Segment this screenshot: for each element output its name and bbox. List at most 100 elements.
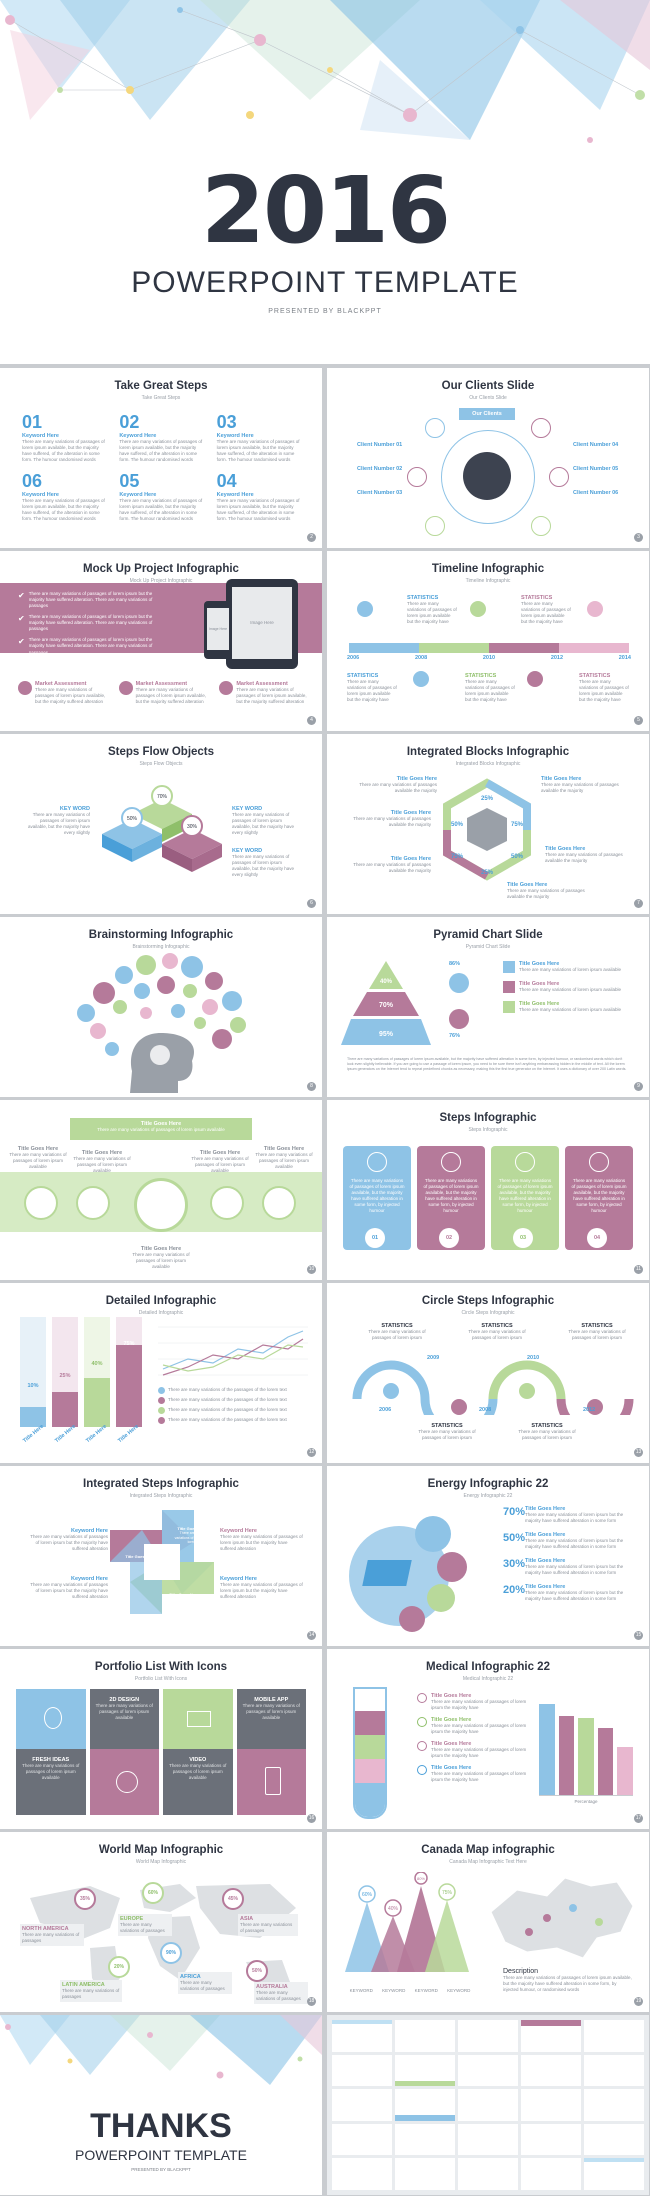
thumbnail	[458, 2123, 518, 2156]
thumbnail	[332, 2123, 392, 2156]
eye-icon	[367, 1152, 387, 1172]
slide-title: Steps Flow Objects	[107, 746, 215, 758]
client-label: Client Number 03	[357, 490, 403, 496]
man-icon	[449, 973, 469, 993]
thumbnail	[395, 2123, 455, 2156]
cube-icon	[115, 1771, 138, 1793]
solar-panel-icon	[362, 1560, 412, 1586]
thanks-presented: PRESENTED BY BLACKPPT	[131, 2167, 191, 2172]
thumbnail	[395, 2020, 455, 2052]
client-icon	[407, 467, 427, 487]
page-number: 11	[634, 1265, 643, 1274]
phone-mockup: Image Here	[204, 601, 232, 659]
slide-canada-map: Canada Map infographic Canada Map Infogr…	[327, 1832, 649, 2012]
check-icon	[503, 981, 515, 994]
svg-text:70%: 70%	[157, 794, 168, 800]
square-arrows	[110, 1510, 214, 1614]
bar-labels: Title Here Title Here Title Here Title H…	[22, 1423, 140, 1445]
region-pin: 20%	[108, 1956, 130, 1978]
thumbnail	[584, 2054, 644, 2087]
page-number: 9	[634, 1082, 643, 1091]
slide-world-map: World Map Infographic World Map Infograp…	[0, 1832, 322, 2012]
svg-text:75%: 75%	[451, 854, 464, 860]
step-card: There are many variations of passages of…	[565, 1146, 633, 1250]
check-icon	[158, 1387, 165, 1394]
check-icon	[417, 1717, 427, 1728]
woman-icon	[449, 1009, 469, 1029]
page-number: 10	[307, 1265, 316, 1274]
line-chart	[158, 1326, 308, 1376]
slide-portfolio-list: Portfolio List With Icons Portfolio List…	[0, 1649, 322, 1829]
thanks-title: THANKS	[90, 2107, 232, 2145]
page-number: 4	[307, 716, 316, 725]
svg-text:95%: 95%	[379, 1031, 394, 1038]
lamp-icon	[437, 1552, 467, 1582]
slide-title: Our Clients Slide	[441, 380, 535, 392]
page-number: 5	[634, 716, 643, 725]
client-icon	[425, 516, 445, 536]
isometric-blocks: 70% 50% 30%	[102, 785, 222, 872]
medical-bars	[539, 1699, 633, 1796]
slide-title: Portfolio List With Icons	[94, 1661, 228, 1673]
step-card: There are many variations of passages of…	[343, 1146, 411, 1250]
slide-subtitle: Circle Steps Infographic	[461, 1310, 515, 1316]
slide-subtitle: World Map Infographic	[135, 1859, 187, 1865]
thumbnail	[332, 2054, 392, 2087]
refresh-icon	[134, 1178, 188, 1232]
svg-text:75%: 75%	[442, 1890, 453, 1896]
gear-icon	[527, 671, 543, 687]
slide-title: Energy Infographic 22	[427, 1478, 549, 1490]
slide-medical-infographic: Medical Infographic 22 Medical Infograph…	[327, 1649, 649, 1829]
thumbnail	[458, 2158, 518, 2190]
thumbnail	[521, 2054, 581, 2087]
check-icon: ✔	[18, 591, 25, 600]
cover-year: 2016	[200, 157, 451, 264]
thumbnail	[458, 2089, 518, 2121]
slide-title: Mock Up Project Infographic	[83, 563, 239, 575]
slide-pyramid-chart: Pyramid Chart Slide Pyramid Chart Slide …	[327, 917, 649, 1097]
cover-title: POWERPOINT TEMPLATE	[131, 266, 519, 299]
mobile-icon	[264, 1767, 281, 1795]
client-icon	[425, 418, 445, 438]
pin-icon	[587, 601, 603, 617]
page-number: 7	[634, 899, 643, 908]
thumbnail	[458, 2054, 518, 2087]
slide-subtitle: Steps Flow Objects	[139, 761, 183, 767]
peak-chart: 60% 40% 80% 75%	[345, 1872, 469, 1972]
thumbnail	[521, 2158, 581, 2190]
thumbnail	[584, 2020, 644, 2052]
region-pin: 60%	[142, 1882, 164, 1904]
step-cards: There are many variations of passages of…	[343, 1146, 633, 1250]
thumbnail	[521, 2123, 581, 2156]
slide-title: Pyramid Chart Slide	[433, 929, 543, 941]
slide-subtitle: Timeline Infographic	[465, 578, 511, 584]
page-number: 8	[307, 1082, 316, 1091]
svg-text:30%: 30%	[187, 824, 198, 830]
thumbnail	[332, 2158, 392, 2190]
globe-icon	[463, 452, 511, 500]
slide-detailed-infographic: Detailed Infographic Detailed Infographi…	[0, 1283, 322, 1463]
slide-integrated-steps: Integrated Steps Infographic Integrated …	[0, 1466, 322, 1646]
slide-subtitle: Detailed Infographic	[138, 1310, 184, 1316]
thumbnail	[332, 2020, 392, 2052]
slide-title: Circle Steps Infographic	[421, 1295, 555, 1307]
slide-title: Integrated Steps Infographic	[83, 1478, 239, 1490]
plug-icon	[399, 1606, 425, 1632]
slide-energy-infographic: Energy Infographic 22 Energy Infographic…	[327, 1466, 649, 1646]
thumbnail-grid	[332, 2020, 644, 2190]
svg-text:60%: 60%	[362, 1892, 373, 1898]
check-icon	[417, 1693, 427, 1703]
client-label: Client Number 02	[357, 466, 403, 472]
check-icon	[503, 1001, 515, 1014]
bulb-icon	[427, 1584, 455, 1612]
pyramid-chart: 40% 70% 95%	[341, 961, 431, 1045]
svg-text:25%: 25%	[481, 796, 494, 802]
page-number: 3	[634, 533, 643, 542]
send-icon	[118, 681, 133, 695]
